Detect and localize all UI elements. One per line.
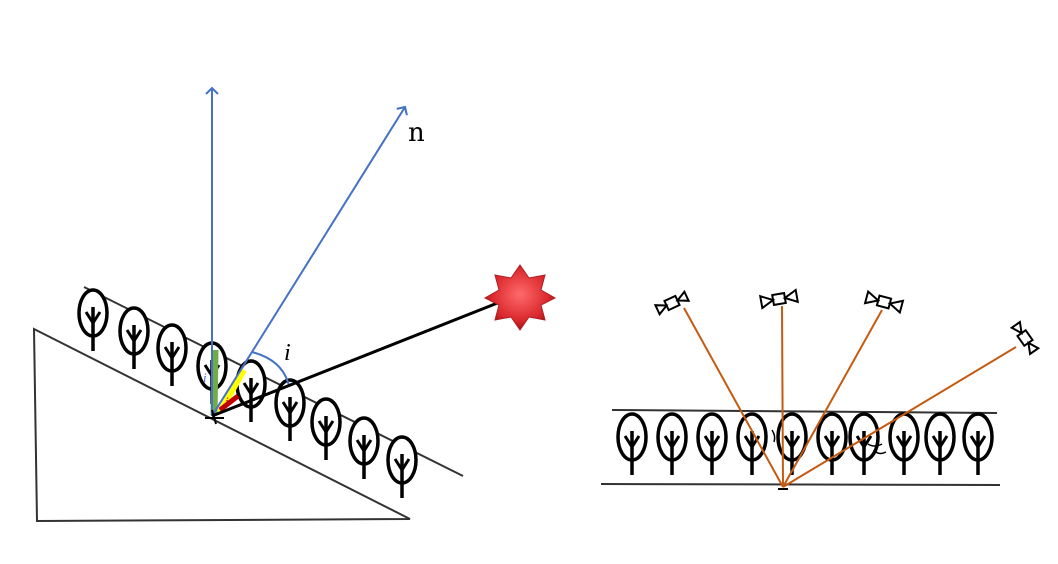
view-ray-3: [782, 309, 883, 488]
sun-path-highlight: [218, 394, 240, 412]
tree: [736, 412, 768, 477]
tree: [310, 397, 342, 462]
tree: [348, 416, 380, 481]
angle-tick-marks: [771, 429, 887, 455]
tree: [156, 323, 188, 388]
view-ray-4: [782, 346, 1017, 488]
canopy-top-line-flat: [611, 409, 998, 414]
view-ray-1: [683, 307, 784, 488]
view-ray-2: [781, 305, 784, 488]
satellite-icon-4: [1009, 320, 1041, 356]
incidence-angle-arc: [251, 351, 290, 387]
slope-trees: [77, 288, 418, 500]
tree: [962, 412, 994, 477]
normal-label: n: [408, 118, 425, 148]
hillside-triangle: [32, 327, 411, 523]
left-slope-figure: i i n i: [32, 86, 557, 523]
tree: [386, 435, 418, 500]
satellite-icon-2: [758, 288, 800, 310]
tree: [616, 412, 648, 477]
vertical-path-highlight: [210, 349, 219, 416]
ground-line-flat: [600, 483, 1001, 486]
tree: [656, 412, 688, 477]
sun-icon: [483, 264, 557, 331]
incidence-angle-label: i: [284, 340, 291, 366]
satellite-icon-3: [863, 289, 905, 315]
right-flat-figure: [600, 288, 1041, 490]
origin-mark: [205, 409, 224, 425]
tree: [924, 412, 956, 477]
normal-arrow: [211, 105, 408, 417]
tree: [118, 306, 150, 371]
small-angle-label-2: i: [225, 394, 229, 409]
small-angle-label-1: i: [203, 370, 207, 385]
tree: [77, 288, 109, 353]
tree: [888, 412, 920, 477]
view-rays: [683, 305, 1017, 488]
tree: [696, 412, 728, 477]
flat-trees: [616, 412, 994, 477]
satellite-icon-1: [653, 289, 691, 317]
sun-ray: [211, 300, 501, 418]
tree: [816, 412, 848, 477]
